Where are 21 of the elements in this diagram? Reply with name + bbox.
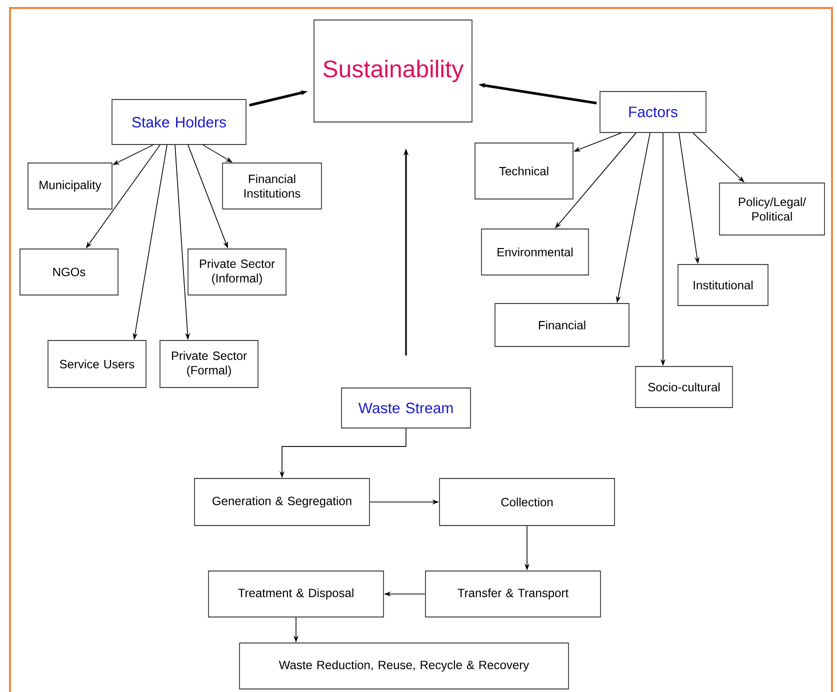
category-box: Stake Holders: [112, 99, 246, 145]
item-box: Socio-cultural: [635, 366, 733, 408]
item-box: Collection: [439, 478, 615, 526]
item-box: Transfer & Transport: [425, 570, 601, 618]
item-box: Service Users: [48, 340, 146, 388]
category-box: Waste Stream: [341, 388, 471, 428]
item-box: Technical: [474, 142, 574, 200]
item-box: Policy/Legal/ Political: [719, 182, 825, 236]
item-box: Generation & Segregation: [194, 478, 370, 526]
item-box: Waste Reduction, Reuse, Recycle & Recovery: [239, 642, 569, 690]
item-box: Environmental: [481, 228, 589, 276]
item-box: Municipality: [28, 162, 112, 210]
item-box: Institutional: [678, 264, 768, 306]
item-box: Private Sector (Informal): [188, 248, 286, 296]
title-box: Sustainability: [314, 20, 472, 122]
item-box: Treatment & Disposal: [208, 570, 384, 618]
item-box: Financial Institutions: [222, 162, 322, 210]
item-box: Private Sector (Formal): [160, 340, 258, 388]
item-box: Financial: [494, 303, 630, 347]
category-box: Factors: [600, 91, 706, 133]
item-box: NGOs: [20, 248, 118, 296]
